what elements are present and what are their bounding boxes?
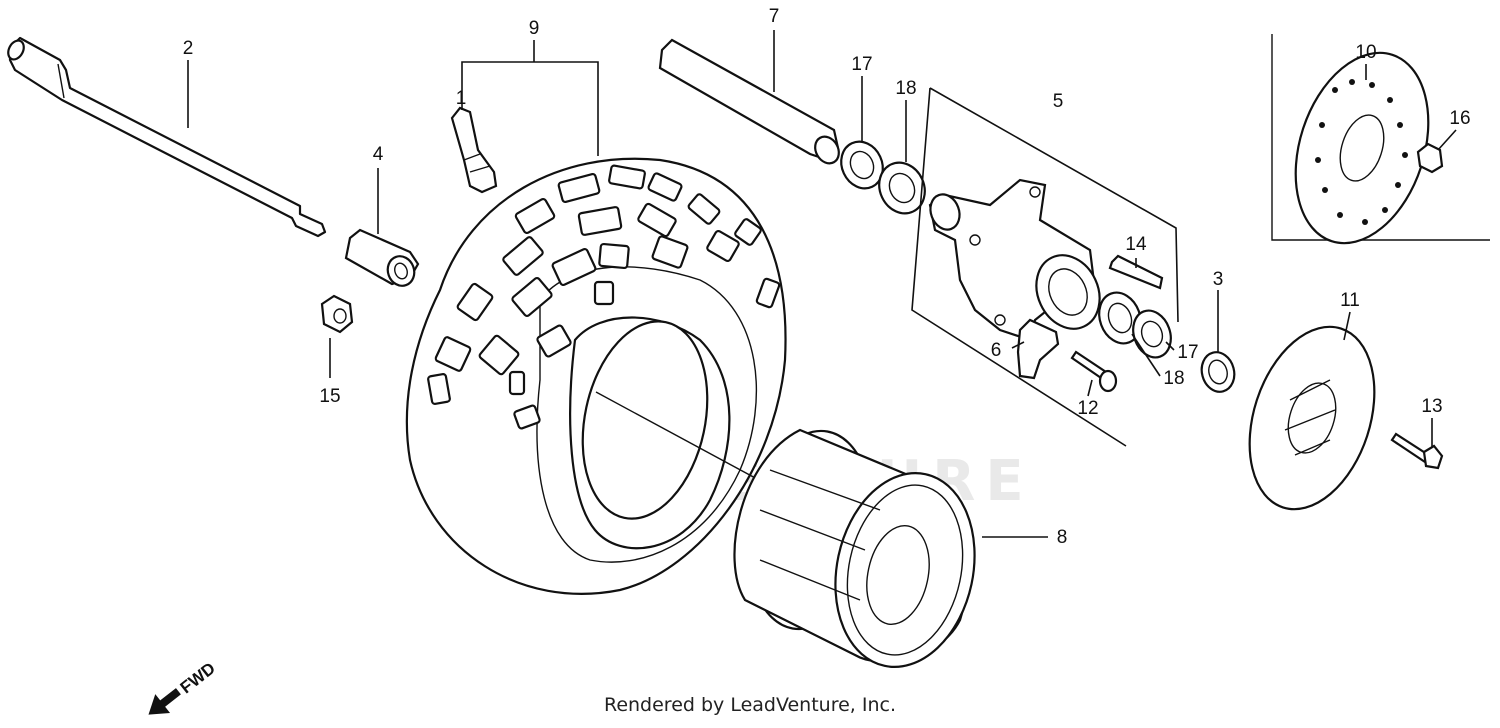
callout-6: 6 [991, 340, 1002, 361]
bearing-17-right [1132, 309, 1172, 359]
callout-14: 14 [1125, 234, 1147, 255]
callout-7: 7 [769, 6, 780, 27]
bolt-12 [1070, 350, 1118, 393]
axle [7, 36, 327, 238]
stud-14 [1108, 254, 1164, 290]
bearing-18 [878, 161, 926, 215]
callout-4: 4 [373, 144, 384, 165]
callout-17-right: 17 [1177, 342, 1198, 363]
tire-tread [427, 164, 781, 430]
callout-18-right: 18 [1163, 368, 1184, 389]
callout-16: 16 [1449, 108, 1470, 129]
callout-1: 1 [456, 88, 467, 109]
callout-11: 11 [1340, 290, 1360, 311]
brake-disc-10 [1271, 34, 1490, 245]
leader-lines [187, 30, 1457, 538]
collar [1200, 351, 1236, 393]
fwd-label: FWD [177, 659, 219, 698]
callout-3: 3 [1213, 269, 1224, 290]
callout-9: 9 [529, 18, 540, 39]
tube-spacer [658, 38, 840, 165]
callout-10: 10 [1355, 42, 1376, 63]
hub-assembly [911, 87, 1179, 447]
spacer [344, 228, 420, 287]
callout-5: 5 [1053, 91, 1064, 112]
axle-centerline [595, 391, 771, 487]
callout-17-left: 17 [851, 54, 872, 75]
callout-13: 13 [1421, 396, 1442, 417]
brake-disc-11 [1248, 325, 1376, 511]
valve-stem [450, 106, 498, 194]
wheel-rim [733, 428, 976, 668]
tire [405, 157, 787, 595]
callout-12: 12 [1077, 398, 1098, 419]
callout-18-left: 18 [895, 78, 916, 99]
footer-credit: Rendered by LeadVenture, Inc. [603, 694, 897, 716]
callout-8: 8 [1057, 527, 1068, 548]
bearing-18-right [1098, 291, 1142, 345]
callout-labels: 1 2 3 4 5 6 7 8 9 10 11 12 13 14 15 16 1… [183, 6, 1471, 548]
nut-16 [1416, 142, 1444, 174]
bearing-17 [840, 140, 884, 190]
bracket [1016, 318, 1060, 380]
bolt-13 [1390, 432, 1444, 470]
callout-15: 15 [319, 386, 340, 407]
callout-2: 2 [183, 38, 194, 59]
nut [320, 294, 354, 334]
